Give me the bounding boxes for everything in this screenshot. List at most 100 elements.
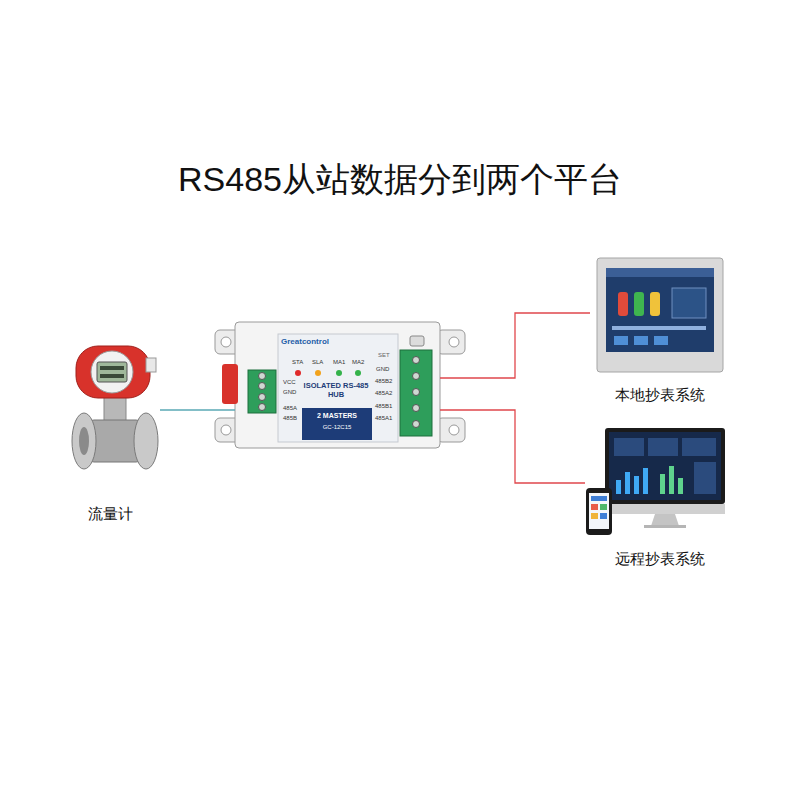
monitor-bezel [605, 428, 725, 504]
node-text: 2 MASTERS [302, 412, 372, 420]
system-node: 远程抄表系统 [585, 425, 735, 575]
phone-icon [600, 504, 607, 510]
meter-bezel [91, 351, 133, 393]
pin-label: STA [292, 359, 303, 366]
din-clip [222, 364, 238, 404]
node-text: ISOLATED RS-485 HUB [303, 382, 369, 399]
monitor-stand [651, 514, 679, 526]
hmi-header [606, 268, 714, 277]
dashboard-tile [614, 438, 644, 456]
terminal-block [400, 350, 432, 436]
meter-digits [100, 366, 124, 370]
hub-housing [235, 322, 440, 448]
pin-label: GND [283, 389, 296, 396]
connector-line [440, 410, 585, 483]
hmi-tank [618, 292, 628, 316]
phone-icon [591, 504, 598, 510]
mount-hole [449, 337, 459, 347]
meter-neck [104, 396, 126, 422]
pin-label: SLA [312, 359, 323, 366]
mount-hole [449, 425, 459, 435]
status-led [315, 370, 321, 376]
dashboard-bar [616, 480, 621, 494]
mount-hole [221, 337, 231, 347]
status-led [355, 370, 361, 376]
dashboard-tile [682, 438, 716, 456]
pin-label: 485B1 [375, 403, 392, 410]
node-text: 远程抄表系统 [585, 550, 735, 567]
dashboard-bar [634, 476, 639, 494]
monitor-chin [605, 504, 725, 514]
meter-gland [146, 358, 156, 372]
meter-bore [79, 427, 89, 455]
set-button [410, 336, 424, 346]
hmi-frame [597, 258, 723, 372]
terminal-screw [413, 421, 420, 428]
dashboard-bar [678, 478, 683, 494]
meter-flange [134, 413, 158, 469]
pin-label: 485A [283, 405, 297, 412]
monitor-screen [609, 432, 721, 500]
terminal-screw [259, 394, 266, 401]
hmi-chart [672, 288, 706, 318]
pin-label: 485A2 [375, 390, 392, 397]
node-text: 本地抄表系统 [590, 386, 730, 403]
node-text: Greatcontrol [281, 337, 351, 346]
terminal-screw [413, 357, 420, 364]
phone-icon [600, 513, 607, 519]
pin-label: 485B2 [375, 378, 392, 385]
device-node: 流量计 [60, 335, 160, 530]
terminal-screw [259, 383, 266, 390]
phone-body [586, 488, 612, 535]
hmi-button [654, 336, 668, 345]
pin-label: VCC [283, 379, 296, 386]
dashboard-bar [669, 466, 674, 494]
remote-computer [586, 428, 725, 535]
hmi-tank [650, 292, 660, 316]
meter-digits [100, 374, 124, 378]
node-text: 流量计 [60, 505, 160, 522]
hub-node: GreatcontrolISOLATED RS-485 HUB 2 MASTERS… [235, 322, 440, 448]
monitor-base [644, 525, 686, 528]
dashboard-bar [660, 474, 665, 494]
phone-icon [591, 513, 598, 519]
diagram-title: RS485从站数据分到两个平台 [0, 160, 800, 199]
terminal-screw [259, 373, 266, 380]
pin-label: 485A1 [375, 415, 392, 422]
hmi-pipe [612, 326, 706, 330]
system-node: 本地抄表系统 [590, 255, 730, 410]
flow-meter [72, 346, 158, 469]
hub-band [302, 408, 372, 440]
dashboard-tile [648, 438, 678, 456]
terminal-screw [413, 373, 420, 380]
phone-screen [589, 493, 609, 529]
connector-line [160, 409, 235, 410]
dashboard-bar [643, 468, 648, 494]
mount-hole [221, 425, 231, 435]
pin-label: MA2 [352, 359, 364, 366]
terminal-screw [259, 404, 266, 411]
pin-label: MA1 [333, 359, 345, 366]
phone-header [591, 496, 607, 501]
meter-flange [72, 413, 96, 469]
status-led [295, 370, 301, 376]
pin-label: GND [376, 366, 389, 373]
mount-ear [437, 418, 465, 442]
hmi-tank [634, 292, 644, 316]
hmi-screen [606, 268, 714, 352]
pin-label: 485B [283, 415, 297, 422]
hub-panel [278, 334, 398, 442]
meter-head [76, 346, 150, 398]
rs485-hub [215, 322, 465, 448]
dashboard-bar [625, 472, 630, 494]
hmi-button [634, 336, 648, 345]
pin-label: SET [378, 352, 390, 359]
terminal-block [248, 370, 276, 413]
mount-ear [437, 330, 465, 354]
node-text: GC-12C15 [302, 424, 372, 431]
hmi-button [614, 336, 628, 345]
dashboard-tile [694, 462, 716, 494]
terminal-screw [413, 389, 420, 396]
meter-lcd [97, 362, 127, 382]
